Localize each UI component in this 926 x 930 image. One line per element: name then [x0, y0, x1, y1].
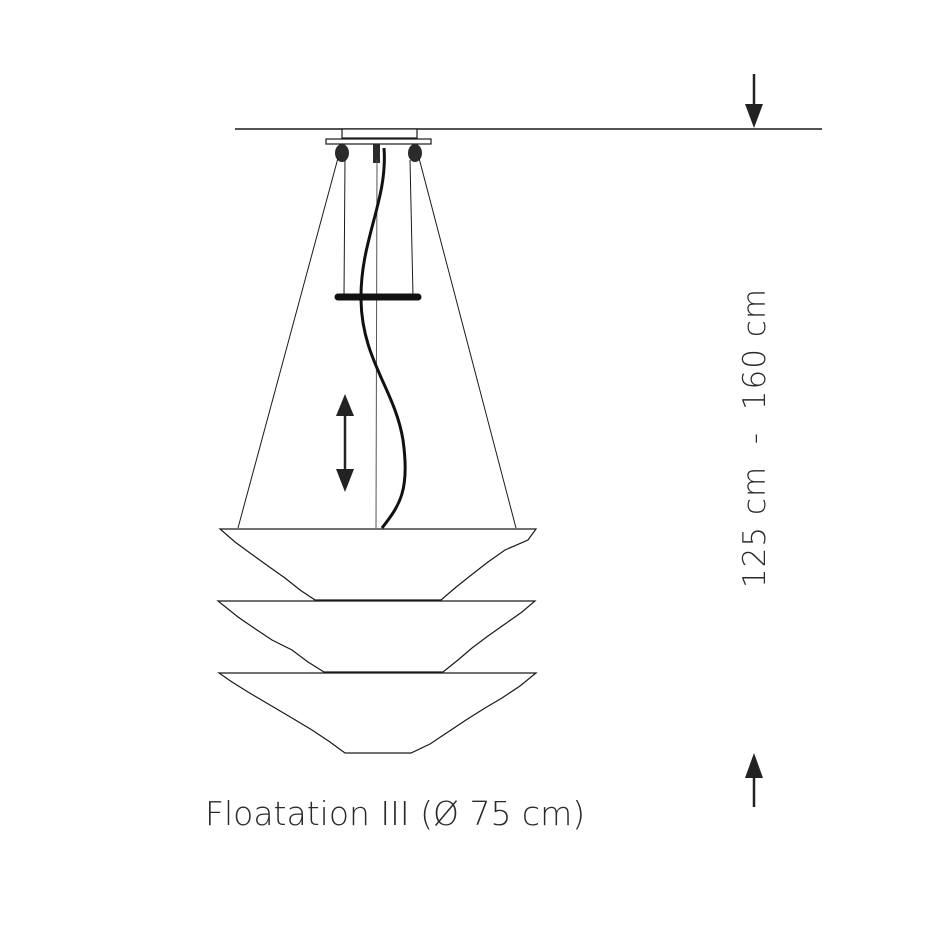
power-cord: [359, 147, 407, 529]
ceiling-canopy: [325, 128, 432, 163]
cord-grip-icon: [373, 144, 380, 163]
middle-shade: [216, 600, 537, 673]
bottom-shade: [217, 672, 538, 754]
arrow-up-icon: [745, 753, 763, 807]
height-adjust-double-arrow-icon: [336, 394, 354, 492]
top-shade: [218, 528, 538, 601]
pulley-left-icon: [335, 144, 349, 162]
suspension-cables: [237, 157, 517, 529]
arrow-down-icon: [745, 74, 763, 128]
height-dimension-label: 125 cm - 160 cm: [737, 287, 773, 589]
lamp-shades: [216, 528, 538, 754]
pulley-right-icon: [408, 144, 422, 162]
product-caption: Floatation III (Ø 75 cm): [205, 794, 586, 833]
